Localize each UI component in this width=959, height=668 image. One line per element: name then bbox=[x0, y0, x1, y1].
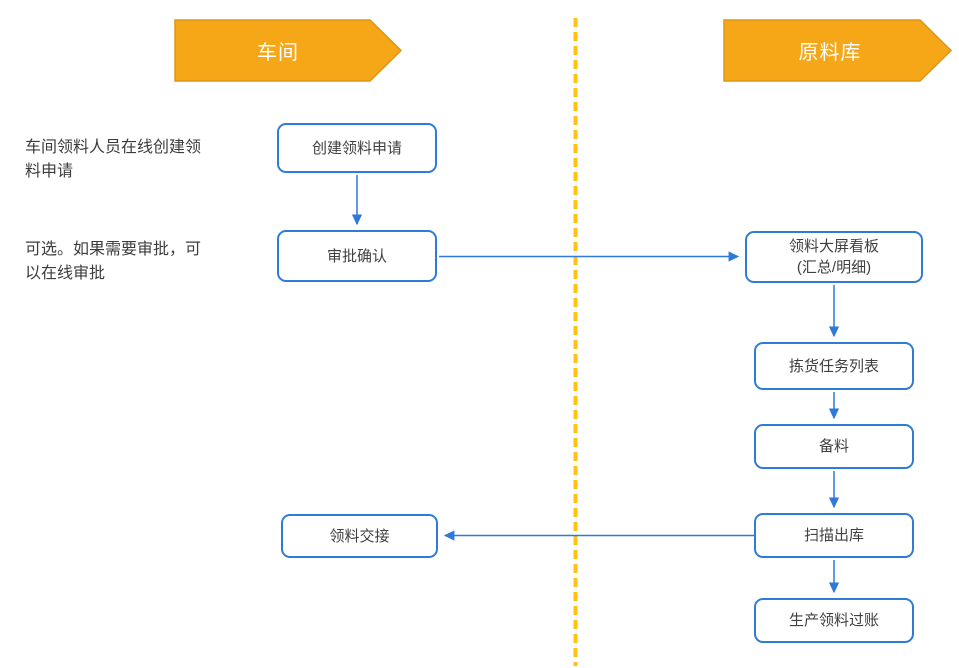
warehouse-lane-label: 原料库 bbox=[798, 42, 862, 64]
node-approval-confirm: 审批确认 bbox=[277, 230, 437, 282]
workshop-lane-label: 车间 bbox=[257, 42, 299, 64]
node-production-posting: 生产领料过账 bbox=[754, 598, 914, 643]
node-prepare-material: 备料 bbox=[754, 424, 914, 469]
node-material-dashboard: 领料大屏看板 (汇总/明细) bbox=[745, 231, 923, 283]
node-create-request: 创建领料申请 bbox=[277, 123, 437, 173]
annotation-create-request: 车间领料人员在线创建领 料申请 bbox=[25, 139, 202, 180]
workshop-banner-shape bbox=[174, 19, 403, 82]
node-pick-task-list: 拣货任务列表 bbox=[754, 342, 914, 390]
annotation-approval-optional: 可选。如果需要审批，可 以在线审批 bbox=[25, 241, 202, 282]
warehouse-banner-shape bbox=[723, 19, 953, 82]
node-material-handover: 领料交接 bbox=[281, 514, 438, 558]
node-scan-outbound: 扫描出库 bbox=[754, 513, 914, 558]
